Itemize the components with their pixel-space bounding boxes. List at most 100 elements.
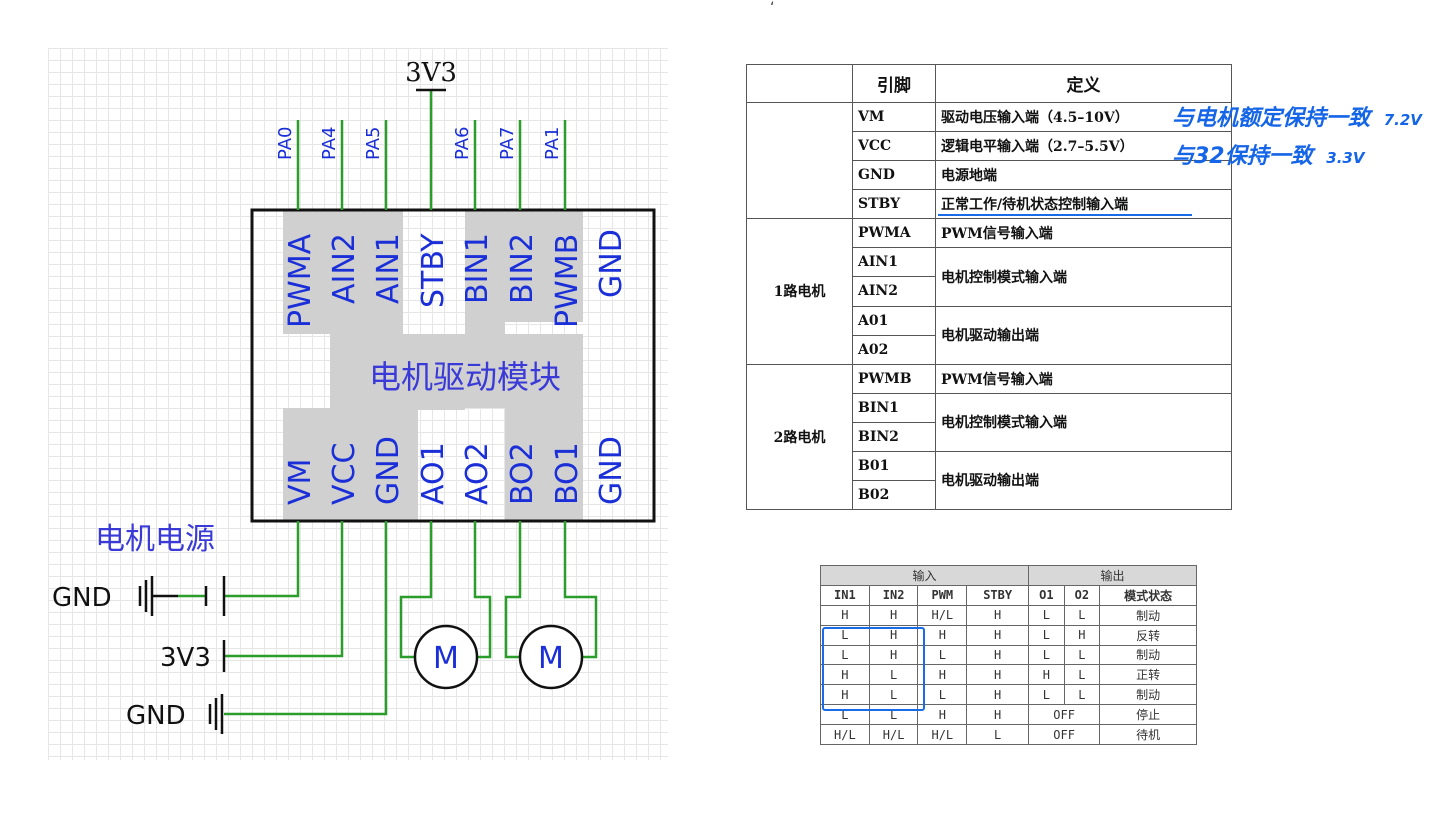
truth-cell: 制动 <box>1099 684 1197 706</box>
note2-value: 3.3V <box>1326 149 1365 167</box>
truth-group-input: 输入 <box>819 565 1030 586</box>
truth-cell: H <box>917 624 968 646</box>
def-cell: 电机驱动输出端 <box>935 450 1232 511</box>
pa-label-2: PA4 <box>319 127 340 160</box>
pin-cell: VM <box>852 102 936 133</box>
pin-gnd-bottom-1: GND <box>371 436 406 505</box>
truth-header: O1 <box>1028 584 1065 606</box>
truth-row: H/L H/L H/L L OFF 待机 <box>820 724 1197 745</box>
v3v3-label: 3V3 <box>160 643 211 673</box>
truth-header: O2 <box>1063 584 1101 606</box>
power-symbols <box>138 576 226 734</box>
truth-cell: L <box>966 724 1030 745</box>
truth-header: IN2 <box>868 584 919 606</box>
truth-row: L L H H OFF 停止 <box>820 704 1197 725</box>
truth-cell: H/L <box>917 604 968 626</box>
pin-ain2: AIN2 <box>327 233 362 304</box>
truth-header: 模式状态 <box>1099 584 1197 606</box>
note-logic-voltage: 与32保持一致 3.3V <box>1172 138 1364 170</box>
truth-cell: H <box>1028 664 1065 686</box>
truth-group-output: 输出 <box>1028 565 1197 586</box>
truth-cell: L <box>1063 604 1101 626</box>
def-cell: 电机控制模式输入端 <box>935 392 1232 452</box>
pin-pwma: PWMA <box>283 233 318 328</box>
pin-cell: B02 <box>852 479 936 511</box>
pin-gnd-top: GND <box>594 229 629 298</box>
def-cell: 电机驱动输出端 <box>935 305 1232 365</box>
def-cell: PWM信号输入端 <box>935 218 1232 249</box>
truth-header: IN1 <box>820 584 870 606</box>
motor-b <box>518 624 584 690</box>
bottom-wires <box>178 521 598 716</box>
truth-cell: OFF <box>1028 724 1101 745</box>
pin-cell: BIN2 <box>852 421 936 452</box>
pin-cell: PWMB <box>852 363 936 394</box>
gnd-label-1: GND <box>52 583 112 613</box>
truth-cell: L <box>1063 664 1101 686</box>
truth-cell: H <box>966 704 1030 725</box>
truth-cell: H <box>966 684 1030 706</box>
truth-cell: L <box>917 684 968 706</box>
def-cell: 电源地端 <box>935 160 1232 191</box>
truth-cell: H <box>820 604 870 626</box>
truth-cell: H <box>1063 624 1101 646</box>
module-box <box>250 208 656 523</box>
truth-cell: L <box>1063 684 1101 706</box>
power-label: 电机电源 <box>95 522 215 557</box>
pin-bo1: BO1 <box>550 442 585 505</box>
motor-b-label: M <box>538 641 564 676</box>
truth-cell: H/L <box>868 724 919 745</box>
pin-table-group-2: 2路电机 <box>746 363 853 511</box>
def-cell: 电机控制模式输入端 <box>935 247 1232 307</box>
truth-cell: OFF <box>1028 704 1101 725</box>
pin-bo2: BO2 <box>505 442 540 505</box>
pin-stby: STBY <box>416 233 451 308</box>
truth-cell: 反转 <box>1099 624 1197 646</box>
truth-row: H L H H H L 正转 <box>820 664 1197 686</box>
pin-cell: GND <box>852 160 936 191</box>
power-top-label: 3V3 <box>405 58 457 88</box>
truth-header: PWM <box>917 584 968 606</box>
note1-value: 7.2V <box>1383 111 1422 129</box>
truth-cell: L <box>1028 644 1065 666</box>
truth-row: L H L H L L 制动 <box>820 644 1197 666</box>
pin-cell: B01 <box>852 450 936 481</box>
motor-a-label: M <box>433 641 459 676</box>
truth-cell: H/L <box>820 724 870 745</box>
def-cell: PWM信号输入端 <box>935 363 1232 394</box>
note1-text: 与电机额定保持一致 <box>1172 106 1371 131</box>
truth-cell: L <box>1028 684 1065 706</box>
pin-table-header-def: 定义 <box>935 63 1232 104</box>
truth-cell: L <box>1028 624 1065 646</box>
pin-cell: A01 <box>852 305 936 336</box>
pin-table-group-1: 1路电机 <box>746 218 853 365</box>
pa-label-3: PA5 <box>363 127 384 160</box>
pa-label-7: PA1 <box>542 127 563 160</box>
note2-text: 与32保持一致 <box>1172 144 1313 169</box>
pin-cell: BIN1 <box>852 392 936 423</box>
pin-vm: VM <box>283 459 318 505</box>
pin-cell: AIN2 <box>852 276 936 307</box>
truth-cell: 待机 <box>1099 724 1197 745</box>
pin-cell: PWMA <box>852 218 936 249</box>
note-motor-voltage: 与电机额定保持一致 7.2V <box>1172 100 1422 132</box>
pin-cell: AIN1 <box>852 247 936 278</box>
truth-cell: H <box>966 664 1030 686</box>
truth-cell: H <box>917 704 968 725</box>
pin-definition-table: 引脚 定义 VM 驱动电压输入端（4.5–10V） VCC 逻辑电平输入端（2.… <box>746 63 1232 511</box>
pin-gnd-bottom-2: GND <box>594 436 629 505</box>
truth-cell: H <box>868 604 919 626</box>
pin-table-header-pin: 引脚 <box>852 63 936 104</box>
stby-underline <box>938 214 1192 216</box>
pa-label-5: PA6 <box>452 127 473 160</box>
pin-cell: A02 <box>852 334 936 365</box>
def-cell: 逻辑电平输入端（2.7–5.5V） <box>935 131 1232 162</box>
pin-ao2: AO2 <box>460 442 495 505</box>
truth-cell: L <box>1063 644 1101 666</box>
truth-table: 输入 输出 IN1 IN2 PWM STBY O1 O2 模式状态 H H H/… <box>819 565 1197 745</box>
truth-cell: H <box>917 664 968 686</box>
pin-ain1: AIN1 <box>371 233 406 304</box>
truth-cell: L <box>917 644 968 666</box>
pa-label-1: PA0 <box>275 127 296 160</box>
